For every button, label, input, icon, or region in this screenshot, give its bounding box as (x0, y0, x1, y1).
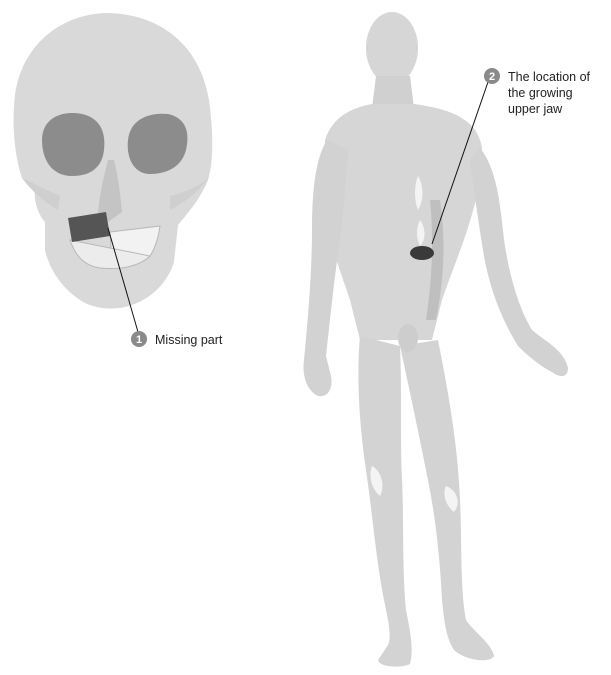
groin (398, 324, 418, 352)
callout-2-line-1: The location of (508, 70, 591, 84)
callout-2-line-3: upper jaw (508, 102, 563, 116)
right-arm (470, 148, 568, 376)
callout-2-line-2: the growing (508, 86, 573, 100)
callout-1-label: Missing part (155, 333, 223, 347)
left-eye-socket (42, 113, 104, 176)
upper-jaw-graft-marker (410, 246, 434, 260)
left-leg (358, 336, 411, 667)
skull-illustration (14, 13, 213, 309)
neck (372, 76, 414, 108)
torso (322, 104, 482, 340)
head (366, 12, 418, 84)
callout-1-number: 1 (136, 334, 142, 346)
callout-2-number: 2 (489, 71, 495, 83)
